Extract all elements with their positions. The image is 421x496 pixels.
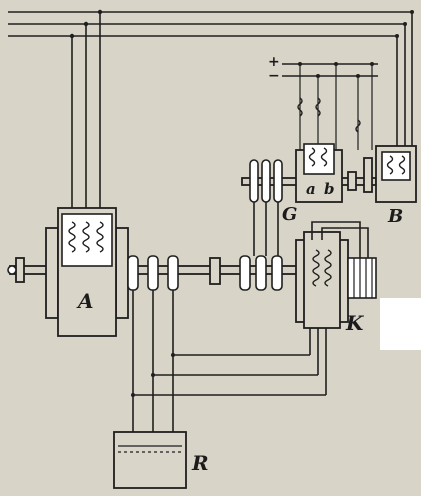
label-r: R [191,451,209,475]
machine-a [45,207,129,337]
resistance-tank-r [113,431,187,489]
minus-label: − [268,68,280,84]
machine-k [295,221,377,329]
plus-label: + [268,54,280,70]
label-small-b: b [324,180,335,198]
label-b: B [387,206,403,227]
label-a: A [76,289,94,313]
dc-bus [282,62,378,150]
machine-g [241,143,377,256]
supply-bus [8,10,414,155]
label-k: K [345,311,365,335]
a-supply-leads [69,9,103,218]
paper-edge [380,298,421,350]
machine-b [363,145,417,203]
label-g: G [282,204,297,225]
label-small-a: a [306,180,316,198]
